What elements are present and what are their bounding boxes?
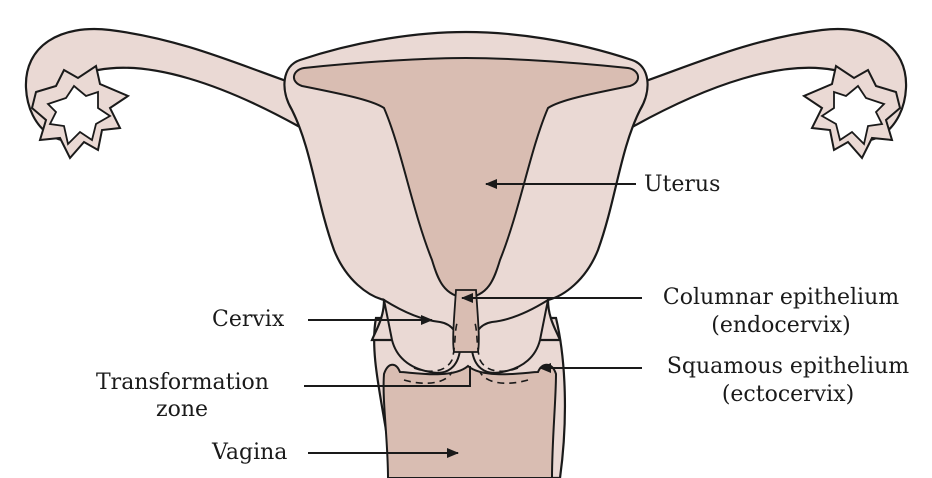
cervical-canal [453, 290, 479, 352]
label-endocervix: (endocervix) [646, 313, 916, 338]
label-cervix: Cervix [212, 307, 284, 332]
label-uterus: Uterus [644, 172, 720, 197]
label-vagina: Vagina [212, 440, 287, 465]
label-squamous-epithelium: Squamous epithelium [646, 354, 930, 379]
label-transformation-zone-line2: zone [156, 397, 208, 422]
label-ectocervix: (ectocervix) [646, 382, 930, 407]
label-columnar-epithelium: Columnar epithelium [646, 285, 916, 310]
label-transformation-zone: Transformation [96, 370, 296, 395]
